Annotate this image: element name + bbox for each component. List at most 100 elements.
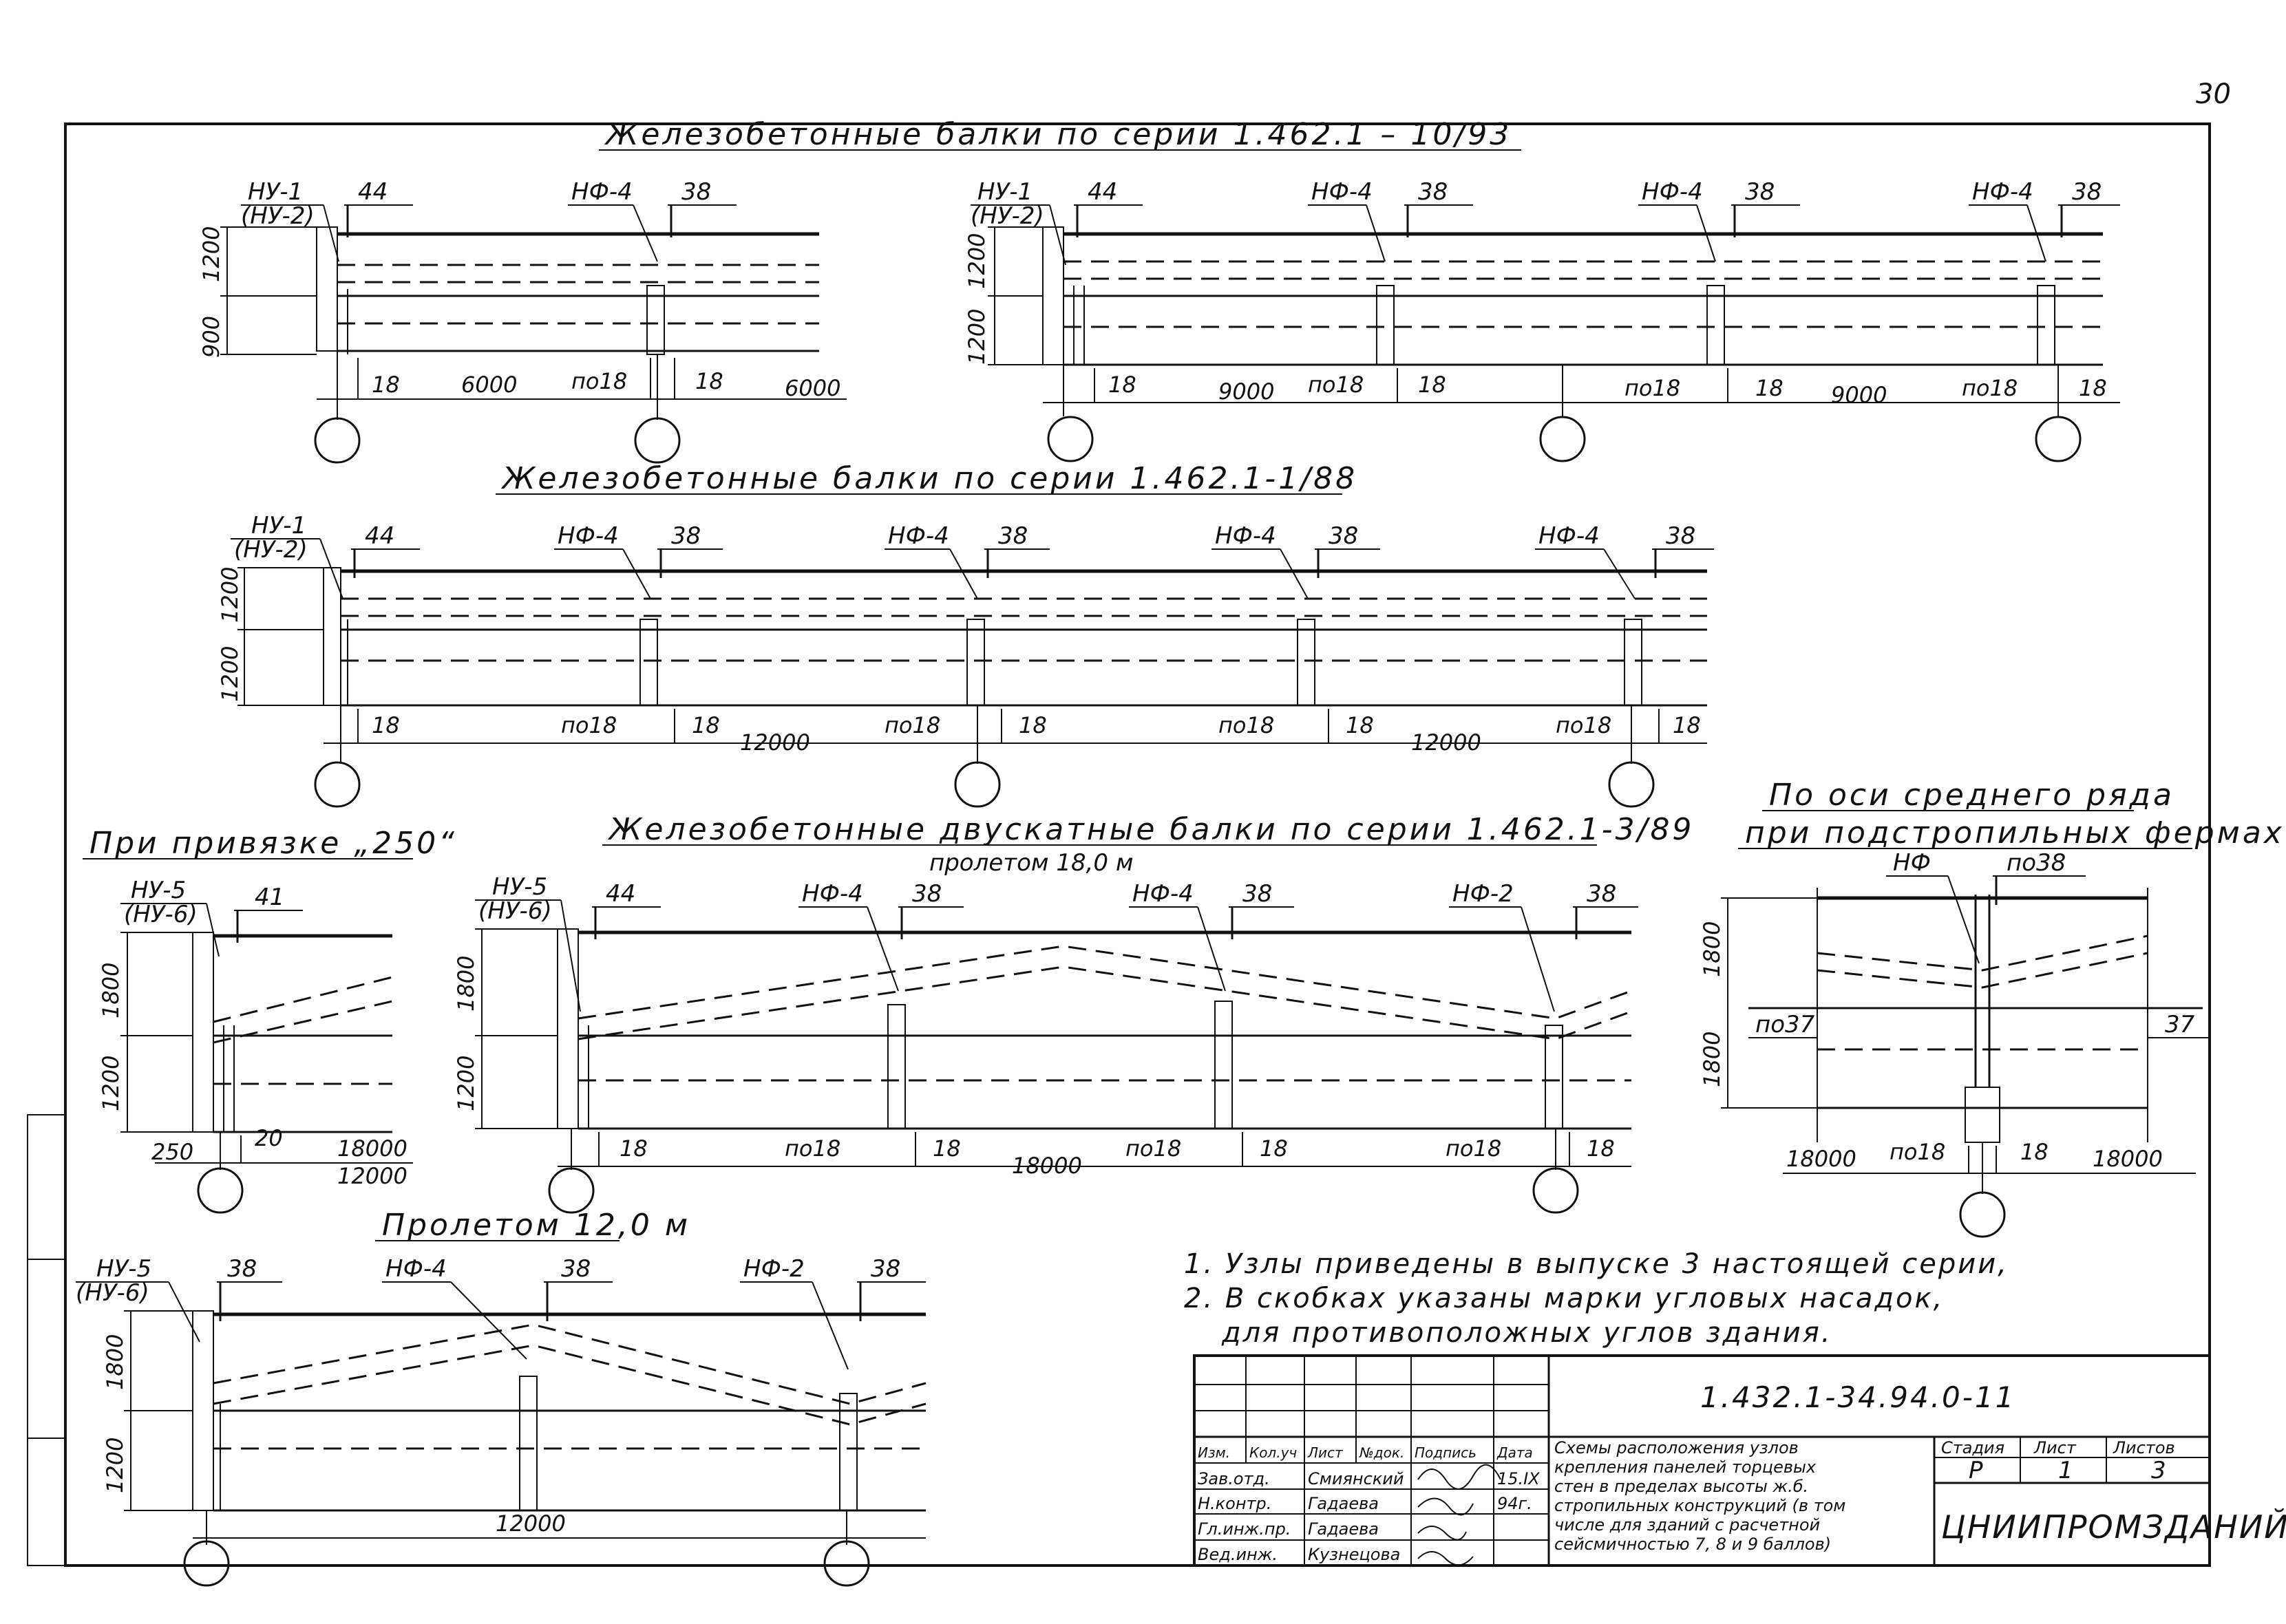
diagram-1: Железобетонные балки по серии 1.462.1 – … — [198, 117, 2120, 464]
d1r-b4: по18 — [1624, 375, 1680, 401]
d1l-node-mid: НФ-4 — [571, 178, 633, 206]
d1l-span1: 6000 — [461, 372, 517, 398]
signature-scribble — [1417, 1464, 1501, 1490]
stamp-sheet-label: Лист — [2033, 1438, 2077, 1457]
signature-scribble — [1417, 1497, 1474, 1516]
d1r-node-corner-alt: (НУ-2) — [971, 202, 1044, 230]
d1l-dim-top: 44 — [358, 178, 388, 206]
d1l-dim-mid: 38 — [681, 178, 711, 206]
axis-bubble — [1539, 416, 1586, 462]
d1r-span1: 9000 — [1218, 378, 1274, 405]
axis-bubble — [314, 417, 361, 464]
stamp-desc-line: крепления панелей торцевых — [1554, 1457, 1817, 1477]
d1r-b1: 18 — [1108, 372, 1136, 398]
d4-b-edge-left: 18 — [620, 1135, 648, 1162]
diagram-5-title-1: По оси среднего ряда — [1769, 778, 2174, 813]
diagram-6: Пролетом 12,0 м 1800 1200 НУ-5 (НУ-6) 38… — [76, 1208, 927, 1587]
axis-bubble — [823, 1540, 870, 1587]
d2-node-corner: НУ-1 — [251, 512, 306, 539]
d5-b1: по18 — [1890, 1139, 1945, 1165]
d4-b-pair-a-3: по18 — [1446, 1135, 1501, 1162]
d2-b-pair-a-4: по18 — [1556, 712, 1611, 738]
diagram-4-title: Железобетонные двускатные балки по серии… — [607, 812, 1694, 847]
d1l-span2: 6000 — [785, 375, 840, 401]
stamp-row-name: Гадаева — [1308, 1494, 1379, 1513]
d1l-b2: по18 — [571, 368, 627, 394]
d2-dim-mid-1: 38 — [671, 522, 701, 550]
stamp-header-koluch: Кол.уч — [1249, 1444, 1297, 1461]
diagram-3-title: При привязке „250“ — [89, 826, 457, 861]
notes: 1. Узлы приведены в выпуске 3 настоящей … — [1184, 1248, 2007, 1349]
note-3: для противоположных углов здания. — [1221, 1317, 1832, 1349]
d3-node-corner-alt: (НУ-6) — [124, 901, 198, 928]
d2-node-mid-1: НФ-4 — [558, 522, 619, 550]
stamp-header-izm: Изм. — [1198, 1444, 1230, 1461]
stamp-sheets: 3 — [2151, 1457, 2166, 1484]
d1l-node-corner: НУ-1 — [248, 178, 303, 206]
diagram-5-title-2: при подстропильных фермах — [1745, 815, 2285, 851]
diagram-5: По оси среднего ряда при подстропильных … — [1699, 778, 2285, 1238]
stamp-row-name: Смиянский — [1308, 1469, 1404, 1488]
d2-b-pair-a-2: по18 — [885, 712, 940, 738]
stamp-desc-line: сейсмичностью 7, 8 и 9 баллов) — [1554, 1535, 1831, 1554]
d2-node-mid-3: НФ-4 — [1215, 522, 1276, 550]
d6-h-top: 1800 — [102, 1334, 128, 1390]
d1r-dim-mid-3: 38 — [2072, 178, 2102, 206]
d4-node-corner-alt: (НУ-6) — [478, 897, 552, 925]
d1r-b5: 18 — [1755, 375, 1784, 401]
d1l-b1: 18 — [372, 372, 400, 398]
d2-b-pair-b-1: 18 — [692, 712, 720, 738]
diagram-2: Железобетонные балки по серии 1.462.1-1/… — [217, 461, 1714, 808]
diagram-1-left-beam: 1200 900 НУ-1 (НУ-2) 44 НФ-4 38 18 6000 … — [198, 178, 847, 464]
diagram-4-subtitle: пролетом 18,0 м — [929, 849, 1134, 877]
stamp-header-sign: Подпись — [1415, 1444, 1477, 1461]
d3-h-top: 1800 — [98, 963, 124, 1018]
stamp-header-ndok: №док. — [1359, 1444, 1404, 1461]
stamp-org: ЦНИИПРОМЗДАНИЙ — [1941, 1508, 2286, 1546]
d1r-b7: 18 — [2079, 375, 2107, 401]
d4-b-pair-b-2: 18 — [1260, 1135, 1288, 1162]
d4-node-mid-2: НФ-4 — [1132, 880, 1194, 908]
stamp-desc-line: числе для зданий с расчетной — [1554, 1515, 1820, 1535]
d5-b2: 18 — [2020, 1139, 2049, 1165]
diagram-1-right-beam: 1200 1200 НУ-1 (НУ-2) 44 НФ-4 38 НФ-4 38… — [964, 178, 2120, 462]
d1r-dim-mid-1: 38 — [1418, 178, 1448, 206]
d1r-b2: по18 — [1308, 372, 1364, 398]
d6-h-bot: 1200 — [102, 1438, 128, 1493]
d4-b-edge-right: 18 — [1587, 1135, 1615, 1162]
left-margin-boxes — [27, 1114, 66, 1566]
d4-b-pair-a-1: по18 — [785, 1135, 840, 1162]
d3-span-a: 18000 — [337, 1135, 408, 1162]
d4-h-bot: 1200 — [453, 1056, 479, 1111]
d2-h-top: 1200 — [217, 567, 243, 623]
d2-b-pair-b-3: 18 — [1346, 712, 1374, 738]
d1r-h-bot: 1200 — [964, 309, 990, 365]
d1r-dim-top: 44 — [1088, 178, 1117, 206]
stamp-row-role: Зав.отд. — [1198, 1469, 1270, 1488]
stamp-desc-line: стен в пределах высоты ж.б. — [1554, 1477, 1808, 1496]
d6-dim-mid: 38 — [561, 1255, 591, 1283]
d6-span: 12000 — [496, 1510, 566, 1537]
d2-node-corner-alt: (НУ-2) — [234, 536, 308, 564]
d1r-node-mid-2: НФ-4 — [1642, 178, 1703, 206]
stamp-sheets-label: Листов — [2113, 1438, 2175, 1457]
diagram-1-title: Железобетонные балки по серии 1.462.1 – … — [604, 117, 1512, 152]
diagram-3: При привязке „250“ 1800 1200 НУ-5 (НУ-6)… — [83, 826, 457, 1214]
d4-dim-top: 44 — [606, 880, 635, 908]
d4-dim-mid-3: 38 — [1587, 880, 1616, 908]
d2-dim-mid-4: 38 — [1666, 522, 1695, 550]
sheet-frame — [64, 122, 2211, 1567]
page-number: 30 — [2196, 78, 2231, 110]
d6-node-end: НФ-2 — [743, 1255, 805, 1283]
d5-h-bot: 1800 — [1699, 1032, 1725, 1087]
d6-node-corner: НУ-5 — [96, 1255, 151, 1283]
signature-scribble — [1417, 1551, 1474, 1566]
diagram-6-title: Пролетом 12,0 м — [382, 1208, 690, 1243]
diagram-4: Железобетонные двускатные балки по серии… — [453, 812, 1694, 1214]
stamp-row-date: 15.IX — [1497, 1469, 1540, 1488]
d5-dim-top: по38 — [2007, 849, 2066, 877]
axis-bubble — [1959, 1191, 2006, 1238]
d2-b-edge-right: 18 — [1673, 712, 1701, 738]
d2-node-mid-2: НФ-4 — [888, 522, 949, 550]
